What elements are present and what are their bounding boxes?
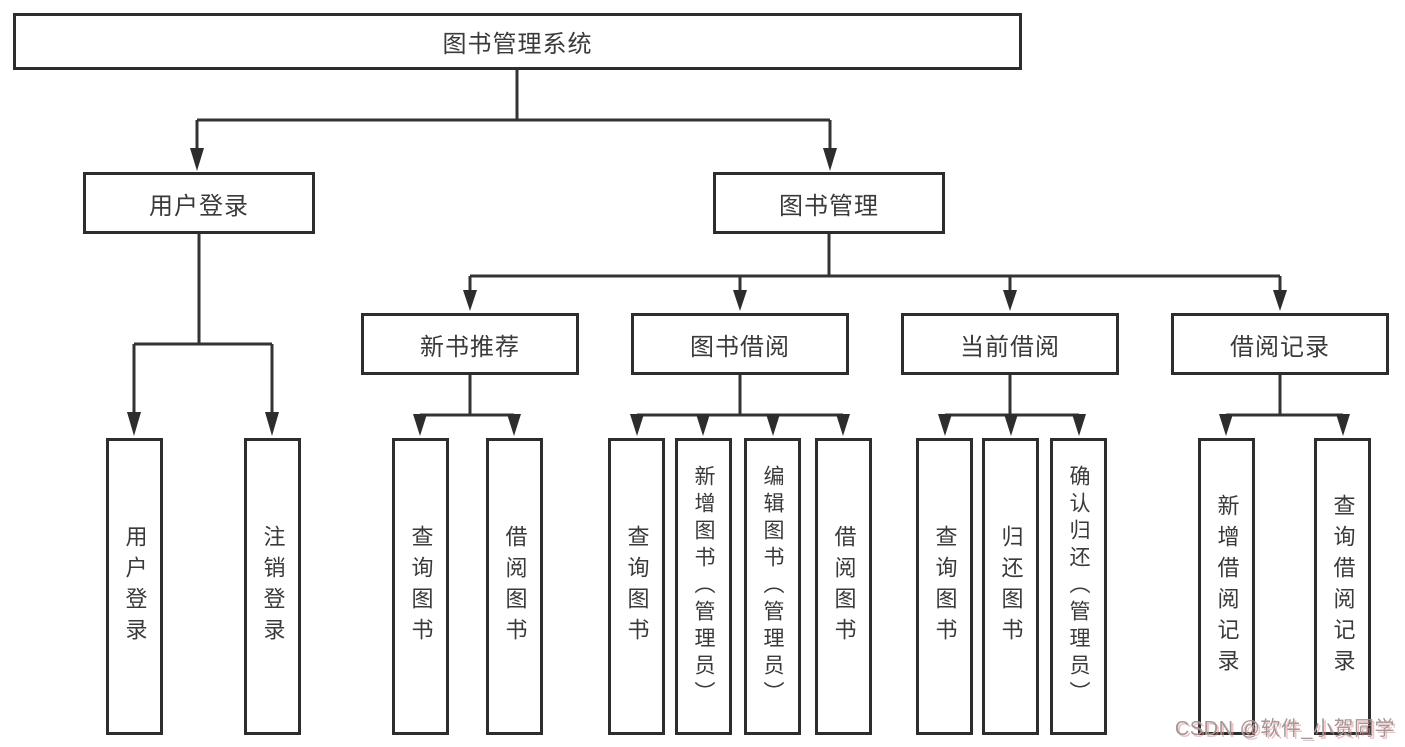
leaf-query-borrow-record: 查询借阅记录 bbox=[1314, 438, 1371, 735]
leaf-query-books-2-label: 查询图书 bbox=[624, 524, 650, 649]
leaf-query-books-2: 查询图书 bbox=[608, 438, 665, 735]
leaf-add-book-admin-label: 新增图书（管理员） bbox=[692, 465, 715, 708]
node-borrow-records: 借阅记录 bbox=[1171, 313, 1389, 375]
leaf-add-borrow-record-label: 新增借阅记录 bbox=[1214, 493, 1240, 680]
arrowheads bbox=[127, 148, 1350, 436]
node-root: 图书管理系统 bbox=[13, 13, 1022, 70]
leaf-query-books-3-label: 查询图书 bbox=[932, 524, 958, 649]
csdn-watermark: CSDN @软件_小贺同学 bbox=[1174, 718, 1395, 740]
node-root-label: 图书管理系统 bbox=[442, 31, 593, 58]
leaf-query-books-1: 查询图书 bbox=[392, 438, 449, 735]
leaf-logout-label: 注销登录 bbox=[260, 524, 286, 649]
node-book-borrow-label: 图书借阅 bbox=[690, 333, 790, 361]
leaf-borrow-books-1-label: 借阅图书 bbox=[502, 524, 528, 649]
leaf-edit-book-admin-label: 编辑图书（管理员） bbox=[761, 465, 784, 708]
node-current-borrow-label: 当前借阅 bbox=[960, 333, 1060, 361]
node-user-login: 用户登录 bbox=[83, 172, 315, 234]
node-user-login-label: 用户登录 bbox=[149, 192, 249, 220]
leaf-query-borrow-record-label: 查询借阅记录 bbox=[1330, 493, 1356, 680]
leaf-query-books-3: 查询图书 bbox=[916, 438, 973, 735]
leaf-edit-book-admin: 编辑图书（管理员） bbox=[744, 438, 801, 735]
node-current-borrow: 当前借阅 bbox=[901, 313, 1119, 375]
node-book-management-label: 图书管理 bbox=[779, 192, 879, 220]
leaf-return-book-label: 归还图书 bbox=[998, 524, 1024, 649]
node-borrow-records-label: 借阅记录 bbox=[1230, 333, 1330, 361]
leaf-return-book: 归还图书 bbox=[982, 438, 1039, 735]
leaf-user-login: 用户登录 bbox=[106, 438, 163, 735]
node-book-management: 图书管理 bbox=[713, 172, 945, 234]
leaf-query-books-1-label: 查询图书 bbox=[408, 524, 434, 649]
leaf-logout: 注销登录 bbox=[244, 438, 301, 735]
leaf-confirm-return-admin: 确认归还（管理员） bbox=[1050, 438, 1107, 735]
node-new-book-recommend-label: 新书推荐 bbox=[420, 333, 520, 361]
leaf-borrow-books-1: 借阅图书 bbox=[486, 438, 543, 735]
node-new-book-recommend: 新书推荐 bbox=[361, 313, 579, 375]
leaf-confirm-return-admin-label: 确认归还（管理员） bbox=[1067, 465, 1090, 708]
leaf-user-login-label: 用户登录 bbox=[122, 524, 148, 649]
leaf-borrow-books-2-label: 借阅图书 bbox=[831, 524, 857, 649]
leaf-borrow-books-2: 借阅图书 bbox=[815, 438, 872, 735]
leaf-add-book-admin: 新增图书（管理员） bbox=[675, 438, 732, 735]
node-book-borrow: 图书借阅 bbox=[631, 313, 849, 375]
leaf-add-borrow-record: 新增借阅记录 bbox=[1198, 438, 1255, 735]
